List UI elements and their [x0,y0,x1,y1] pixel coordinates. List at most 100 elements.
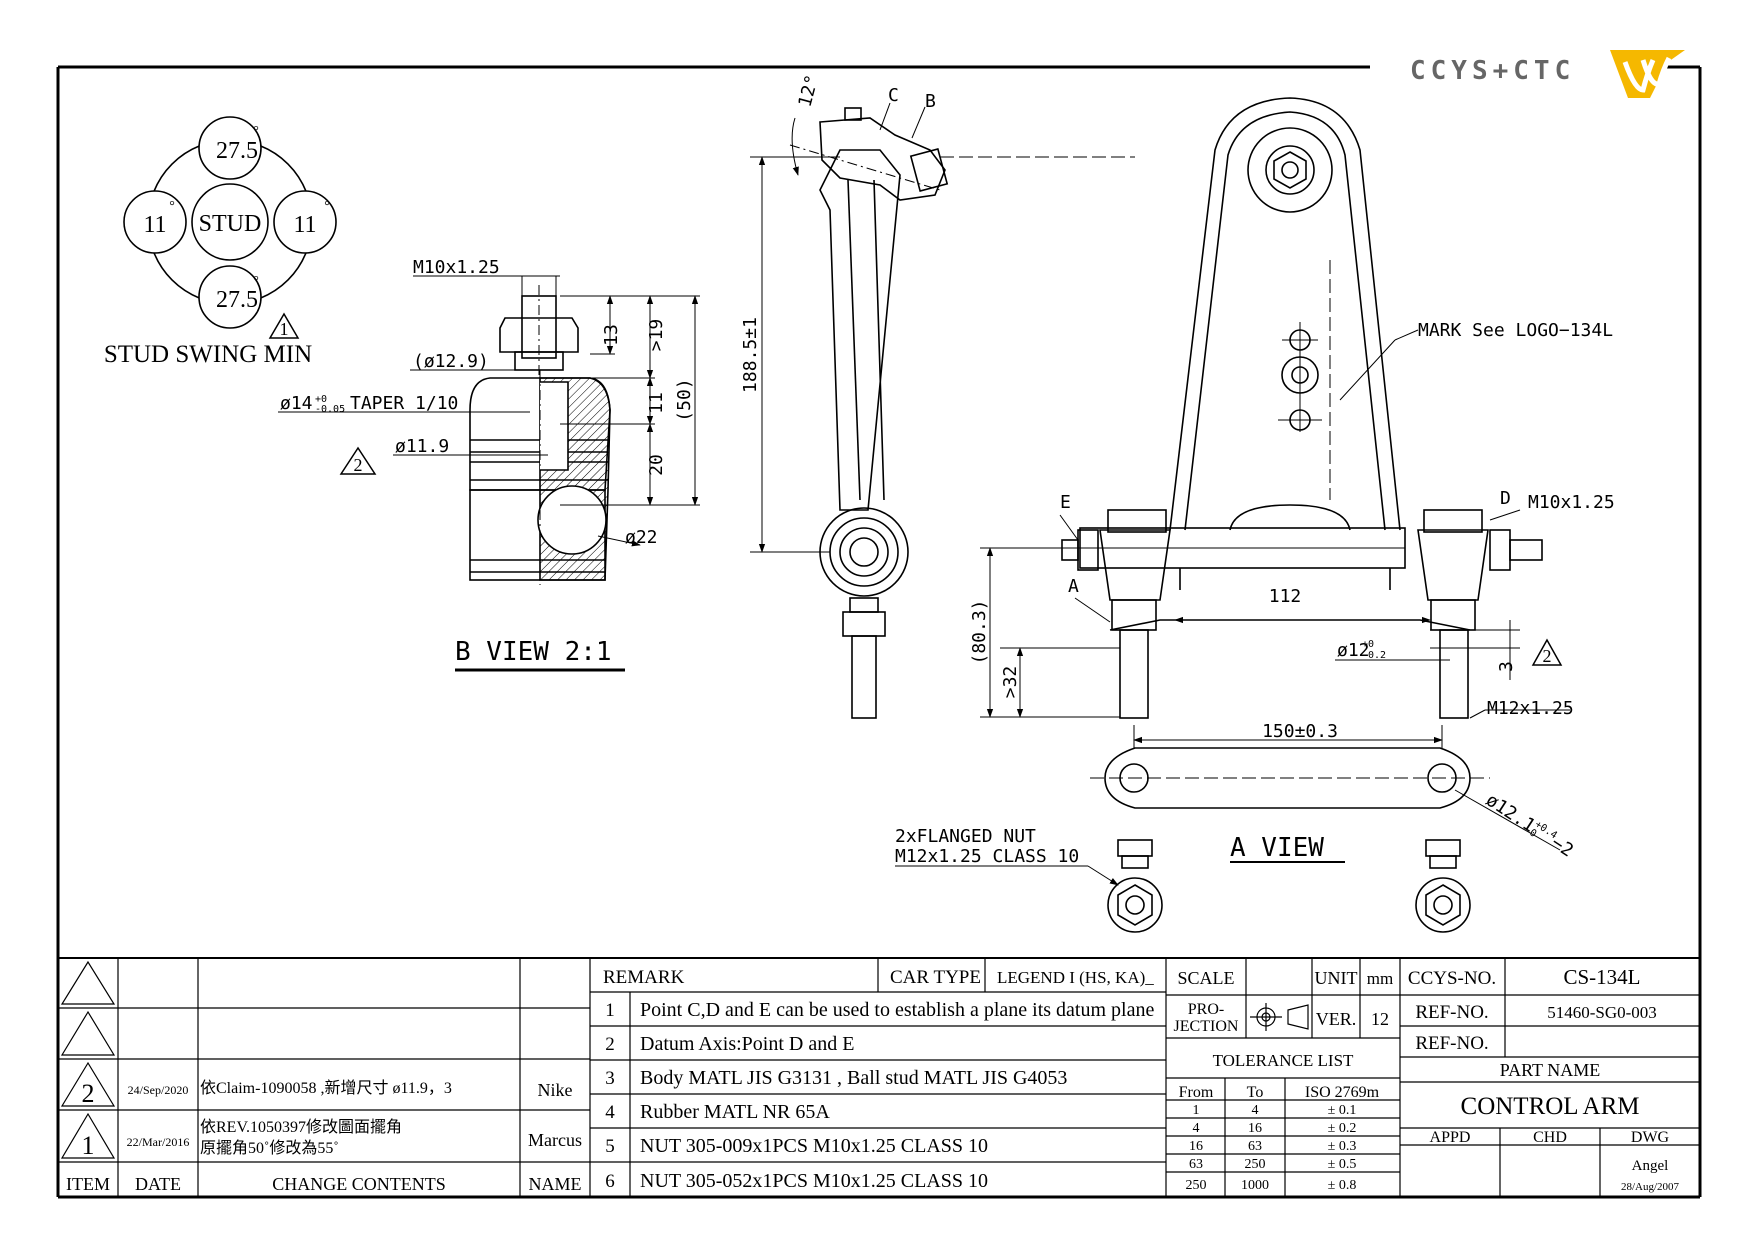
svg-text:± 0.3: ± 0.3 [1328,1139,1357,1154]
svg-text:4: 4 [1193,1121,1200,1136]
svg-text:PRO-: PRO- [1188,1001,1224,1018]
ccys-no-value: CS-134L [1563,965,1640,989]
point-b-label: B [925,91,936,112]
svg-text:°: ° [253,124,259,139]
rev-row-change-2: 原擺角50˚修改為55˚ [200,1139,339,1157]
bushing-outer [819,507,909,597]
svg-text:-0.05: -0.05 [315,404,345,415]
left-stud [1119,629,1149,719]
b-view-taper-text: TAPER 1/10 [350,393,458,414]
rev-row-item: 1 [82,1131,95,1160]
a-view-hole-dia: ø12.1 [1482,790,1539,837]
b-view-title: B VIEW 2:1 [455,637,612,667]
svg-text:>19: >19 [646,319,667,352]
svg-text:250: 250 [1186,1178,1207,1193]
b-view-dia-22: ø22 [625,527,658,548]
scale-label: SCALE [1177,968,1234,988]
appd-label: APPD [1430,1129,1471,1146]
b-view-thread-label: M10x1.25 [413,257,500,278]
side-view-drawing [789,107,949,719]
svg-text:3: 3 [605,1068,615,1089]
rev-header-item: ITEM [66,1174,110,1194]
swing-top-circle [198,116,262,180]
title-block-grid [58,957,1700,1197]
b-view-dimensions [278,275,700,672]
front-thread-d: M10x1.25 [1528,492,1615,513]
top-joint [819,117,946,201]
b-view-dia-119: ø11.9 [395,436,449,457]
swing-right-circle [273,190,337,254]
remark-item: NUT 305-009x1PCS M10x1.25 CLASS 10 [640,1135,988,1157]
svg-text:16: 16 [1248,1121,1262,1136]
dim-112: 112 [1269,586,1302,607]
rev-header-date: DATE [135,1174,181,1194]
svg-text:4: 4 [1252,1103,1259,1118]
svg-text:2: 2 [1543,646,1552,666]
svg-text:63: 63 [1248,1139,1262,1154]
a-view-drawing [1090,747,1490,933]
ref-no2-label: REF-NO. [1415,1033,1488,1054]
svg-text:1: 1 [1193,1103,1200,1118]
upper-hex-nut [1273,151,1307,189]
front-thread-stud: M12x1.25 [1487,698,1574,719]
svg-text:2: 2 [605,1034,615,1055]
bracket-outline [1169,97,1401,531]
svg-text:20: 20 [646,454,667,476]
unit-label: UNIT [1315,968,1358,988]
remark-header: REMARK [603,967,685,988]
side-stud [851,635,877,719]
svg-text:1: 1 [280,319,289,339]
front-view-drawing [1061,97,1543,719]
svg-text:-0.2: -0.2 [1362,650,1386,661]
point-e-label: E [1060,492,1071,513]
ccys-no-label: CCYS-NO. [1408,968,1496,989]
arm-profile [819,149,901,511]
svg-text:(50): (50) [674,378,695,421]
front-hole-dia: ø12 [1337,640,1370,661]
dwg-name: Angel [1632,1158,1669,1174]
left-ball-joint [1099,529,1171,601]
dwg-date: 28/Aug/2007 [1621,1181,1680,1193]
svg-text:11: 11 [646,392,667,414]
svg-text:To: To [1247,1084,1264,1101]
part-name-label: PART NAME [1500,1060,1600,1080]
rev-triangle-2-front: 2 [1531,638,1563,666]
flanged-nut-line1: 2xFLANGED NUT [895,826,1036,847]
stud-swing-title: STUD SWING MIN [104,341,312,368]
logo-text: CCYS+CTC [1410,56,1575,86]
svg-text:63: 63 [1189,1157,1203,1172]
dim-80-3: (80.3) [969,599,990,664]
stud-label: STUD [199,211,262,237]
point-a-label: A [1068,576,1079,597]
a-view-title: A VIEW [1230,833,1324,863]
svg-text:± 0.1: ± 0.1 [1328,1103,1357,1118]
car-type-value: LEGEND I (HS, KA)_ [997,968,1154,987]
mark-note: MARK See LOGO−134L [1418,320,1613,341]
rev-row-change: 依Claim-1090058 ,新增尺寸 ø11.9，3 [200,1079,452,1097]
b-view-dia-129: (ø12.9) [413,351,489,372]
side-view-height: 188.5±1 [740,317,761,393]
rev-row-date: 24/Sep/2020 [128,1083,189,1097]
side-view-dimensions [750,102,1135,553]
swing-right-value: 11 [293,212,316,238]
remark-item: Point C,D and E can be used to establish… [640,999,1154,1021]
stud-thread [521,295,557,359]
svg-text:16: 16 [1189,1139,1203,1154]
projection-symbol [1250,1003,1309,1031]
rev-header-change: CHANGE CONTENTS [272,1174,446,1194]
tolerance-title: TOLERANCE LIST [1213,1051,1354,1070]
point-c-label: C [888,85,899,106]
svg-text:6: 6 [605,1171,615,1192]
stud-swing-diagram [123,116,337,329]
castle-nut [499,317,579,353]
svg-text:1: 1 [605,1000,615,1021]
ball-section [537,485,607,555]
chd-label: CHD [1533,1129,1567,1146]
svg-text:2: 2 [354,455,363,475]
rev-row-date: 22/Mar/2016 [127,1135,190,1149]
rev-row-change: 依REV.1050397修改圖面擺角 [200,1118,402,1136]
front-view-dimensions [980,329,1570,719]
point-d-label: D [1500,488,1511,509]
rev-row-name: Marcus [528,1130,582,1150]
